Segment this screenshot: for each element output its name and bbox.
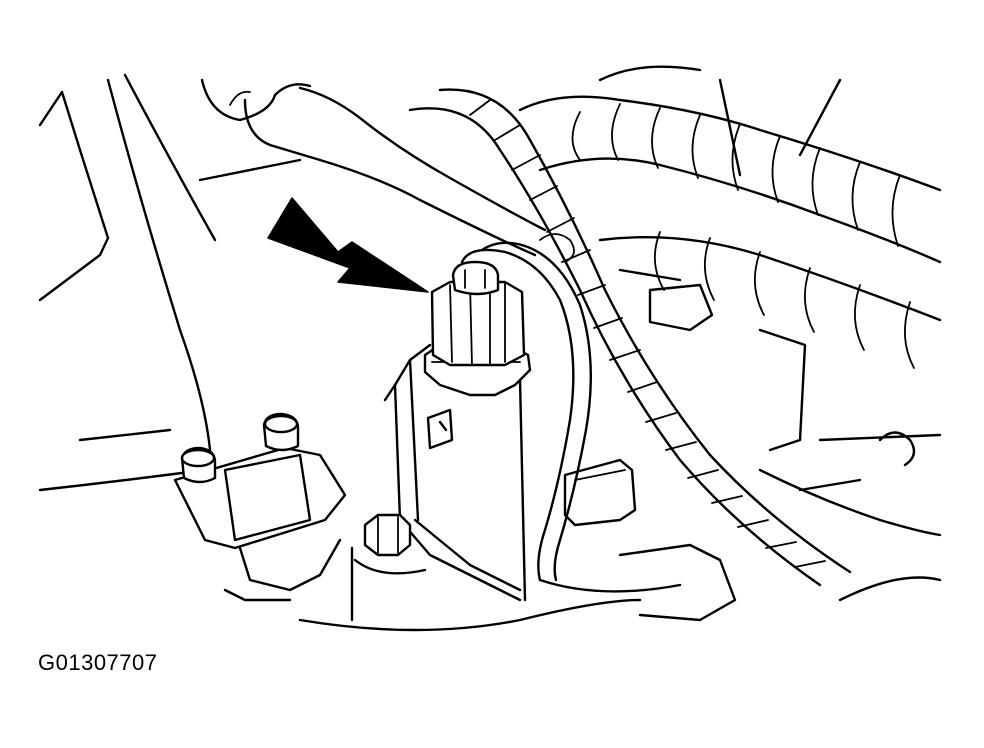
lower-bracket xyxy=(298,458,737,632)
corrugated-harness-large xyxy=(518,65,942,369)
right-engine-body xyxy=(618,268,942,602)
left-engine-body xyxy=(38,73,302,492)
sensor-wire xyxy=(460,233,592,582)
left-sensor-body xyxy=(173,412,347,602)
sensor-connector xyxy=(423,260,532,397)
upper-hose xyxy=(200,78,547,257)
hex-bolt xyxy=(350,513,427,622)
corrugated-harness-middle xyxy=(408,88,852,587)
mounting-bracket xyxy=(383,343,527,602)
pointer-arrow-icon xyxy=(267,197,429,293)
figure-id-label: G01307707 xyxy=(38,650,158,675)
